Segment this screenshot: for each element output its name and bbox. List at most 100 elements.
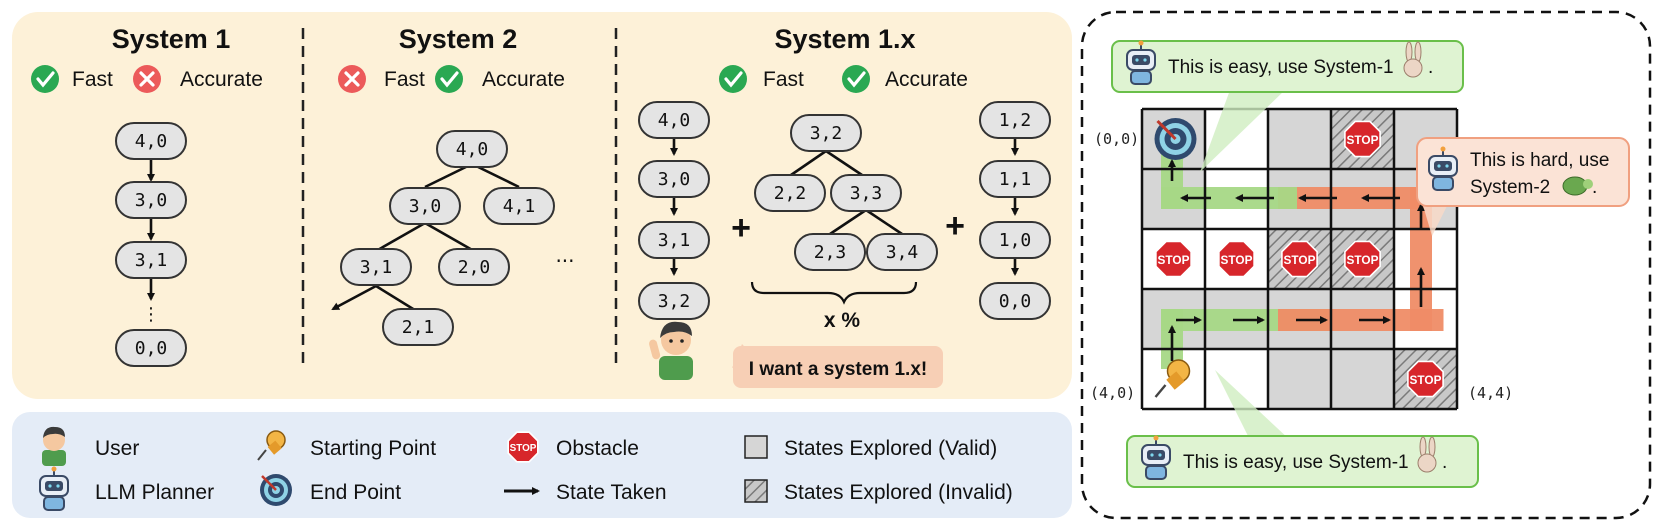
system2-node: 4,1 [483,187,555,225]
svg-text:STOP: STOP [1410,373,1442,387]
node-label: 1,1 [999,169,1032,190]
stop-sign-icon: STOP [1344,120,1381,158]
bubble-right-line2: System-2 [1470,177,1550,198]
system1x-mid-node: 2,3 [794,233,866,271]
system1x-left-node: 3,1 [638,221,710,259]
plus-sign-2: + [945,207,965,245]
node-label: 3,4 [886,242,919,263]
beam-top [1200,90,1285,172]
planner-icon-right [1428,146,1458,191]
node-label: 3,1 [658,230,691,251]
system1x-mid-node: 2,2 [754,174,826,212]
planner-icon-bottom [1141,435,1171,480]
svg-text:STOP: STOP [1347,133,1379,147]
end-point-icon [1154,118,1197,160]
legend-pushpin-icon [257,430,286,461]
system2-ellipsis: ... [555,243,574,267]
node-label: 3,1 [360,257,393,278]
system1x-title: System 1.x [774,24,915,54]
stop-sign-icon: STOP [1155,240,1192,278]
node-label: 4,0 [135,131,168,152]
stop-sign-icon: STOP [1344,240,1381,278]
coord-top-left: (0,0) [1094,130,1139,148]
node-label: 3,2 [658,291,691,312]
bubble-bottom [1126,435,1479,488]
legend-invalid-swatch [744,479,768,503]
system1x-mid-node: 3,3 [830,174,902,212]
system2-node: 2,1 [382,308,454,346]
node-label: 2,3 [814,242,847,263]
svg-text:STOP: STOP [1158,253,1190,267]
bubble-bottom-text: This is easy, use System-1 [1183,452,1409,473]
node-label: 1,2 [999,110,1032,131]
user-avatar [649,321,693,380]
legend-user-label: User [95,437,139,460]
legend-state-taken-label: State Taken [556,481,667,504]
node-label: 2,2 [774,183,807,204]
system1x-accurate-label: Accurate [885,68,968,91]
plus-sign-1: + [731,209,751,247]
system1x-left-node: 4,0 [638,101,710,139]
node-label: 3,2 [810,123,843,144]
legend-end-label: End Point [310,481,401,504]
system2-fast-label: Fast [384,68,425,91]
check-icon [719,65,747,93]
bubble-top [1111,40,1464,93]
system1-accurate-label: Accurate [180,68,263,91]
node-label: 0,0 [999,291,1032,312]
system1-vdots: ⋮ [142,304,160,325]
node-label: 3,1 [135,250,168,271]
system1x-right-node: 0,0 [979,282,1051,320]
legend-planner-icon [39,466,69,511]
system1-title: System 1 [112,24,231,54]
stop-sign-icon: STOP [1218,240,1255,278]
percent-label: x % [824,309,861,332]
system2-title: System 2 [399,24,518,54]
node-label: 1,0 [999,230,1032,251]
bubble-top-period: . [1428,57,1433,78]
system1x-left-node: 3,2 [638,282,710,320]
node-label: 3,3 [850,183,883,204]
system1x-right-node: 1,2 [979,101,1051,139]
bubble-top-text: This is easy, use System-1 [1168,57,1394,78]
rabbit-icon [1417,436,1437,473]
system1-node: 0,0 [115,329,187,367]
bubble-right-line1: This is hard, use [1470,150,1609,171]
node-label: 2,1 [402,317,435,338]
user-speech-bubble [733,346,943,388]
legend-obstacle-label: Obstacle [556,437,639,460]
bubble-right-period: . [1592,177,1597,198]
legend-invalid-label: States Explored (Invalid) [784,481,1013,504]
node-label: 3,0 [658,169,691,190]
system2-node: 3,1 [340,248,412,286]
legend-valid-swatch [744,435,768,459]
cross-icon [133,65,161,93]
system1x-fast-label: Fast [763,68,804,91]
svg-text:STOP: STOP [1221,253,1253,267]
system1-node: 4,0 [115,122,187,160]
rabbit-icon [1403,41,1423,78]
legend-planner-label: LLM Planner [95,481,214,504]
system2-node: 3,0 [389,187,461,225]
starting-point-icon [1154,359,1191,398]
check-icon [842,65,870,93]
system1x-mid-node: 3,2 [790,114,862,152]
planner-icon-top [1126,40,1156,85]
system1-node: 3,1 [115,241,187,279]
node-label: 0,0 [135,338,168,359]
legend-target-icon [260,474,292,506]
cross-icon [338,65,366,93]
system1x-mid-node: 3,4 [866,233,938,271]
user-speech-text: I want a system 1.x! [749,359,927,380]
stop-sign-icon: STOP [1407,360,1444,398]
turtle-icon [1562,176,1593,196]
check-icon [435,65,463,93]
legend-valid-label: States Explored (Valid) [784,437,997,460]
node-label: 3,0 [135,190,168,211]
check-icon [31,65,59,93]
curly-brace [750,281,918,305]
node-label: 4,0 [658,110,691,131]
system2-node: 2,0 [438,248,510,286]
node-label: 2,0 [458,257,491,278]
